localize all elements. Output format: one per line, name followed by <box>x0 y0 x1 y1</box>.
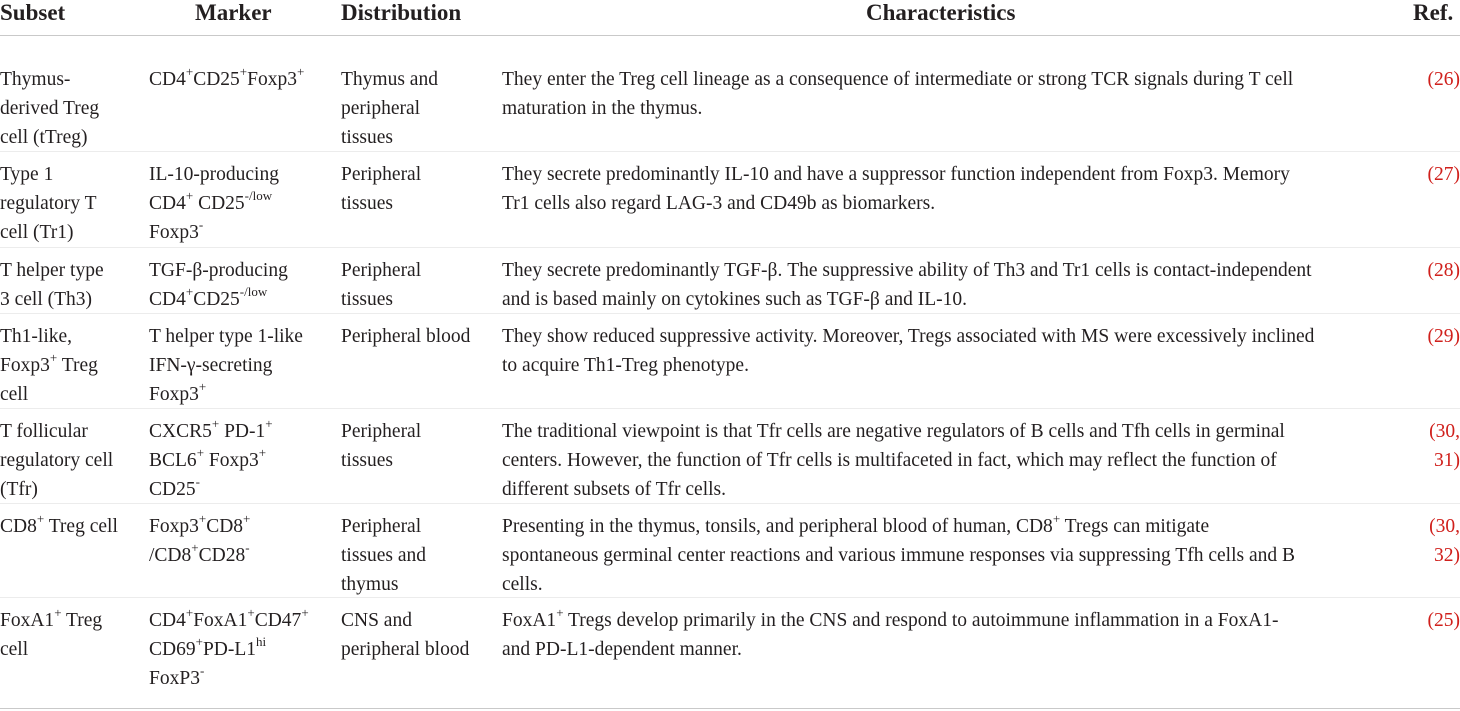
row-divider <box>0 503 1460 504</box>
cell-characteristics: The traditional viewpoint is that Tfr ce… <box>502 421 1285 500</box>
cell-ref-link[interactable]: (28) <box>1427 260 1460 281</box>
cell-marker: Foxp3+CD8+/CD8+CD28- <box>149 510 251 567</box>
cell-characteristics: Presenting in the thymus, tonsils, and p… <box>502 510 1295 596</box>
header-characteristics: Characteristics <box>866 0 1016 25</box>
cell-ref-link[interactable]: (25) <box>1427 610 1460 631</box>
header-distribution: Distribution <box>341 0 462 25</box>
cell-characteristics: They secrete predominantly IL-10 and hav… <box>502 164 1290 214</box>
cell-marker: CXCR5+ PD-1+BCL6+ Foxp3+CD25- <box>149 415 273 501</box>
cell-ref-link[interactable]: (30,31) <box>1429 421 1460 471</box>
cell-marker: CD4+CD25+Foxp3+ <box>149 63 305 91</box>
cell-subset: CD8+ Treg cell <box>0 510 118 538</box>
cell-distribution: Peripheral blood <box>341 326 471 347</box>
cell-ref-link[interactable]: (26) <box>1427 69 1460 90</box>
cell-characteristics: They show reduced suppressive activity. … <box>502 326 1315 376</box>
row-divider <box>0 247 1460 248</box>
header-subset: Subset <box>0 0 66 25</box>
cell-ref-link[interactable]: (29) <box>1427 326 1460 347</box>
cell-ref-link[interactable]: (27) <box>1427 164 1460 185</box>
cell-characteristics: They secrete predominantly TGF-β. The su… <box>502 260 1312 310</box>
row-divider <box>0 313 1460 314</box>
bottom-rule <box>0 708 1460 709</box>
header-marker: Marker <box>195 0 272 25</box>
row-divider <box>0 597 1460 598</box>
header-rule <box>0 35 1460 36</box>
row-divider <box>0 408 1460 409</box>
cell-ref-link[interactable]: (30,32) <box>1429 516 1460 566</box>
header-ref: Ref. <box>1413 0 1454 25</box>
cell-characteristics: They enter the Treg cell lineage as a co… <box>502 69 1294 119</box>
cell-characteristics: FoxA1+ Tregs develop primarily in the CN… <box>502 604 1279 661</box>
row-divider <box>0 151 1460 152</box>
